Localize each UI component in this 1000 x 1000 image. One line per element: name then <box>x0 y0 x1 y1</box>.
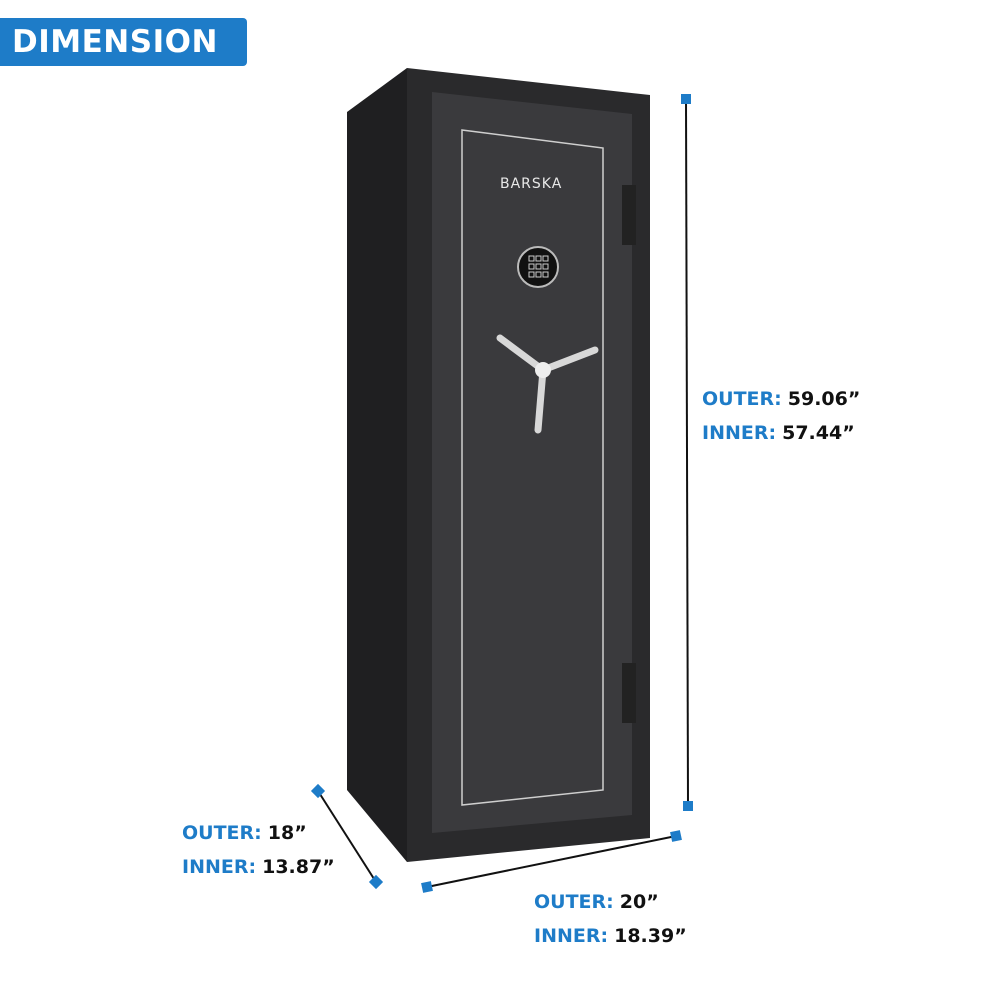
top-hinge <box>622 185 636 245</box>
safe-door <box>432 92 632 833</box>
depth-outer-value: 18” <box>267 822 307 844</box>
keypad-lock-icon <box>517 246 559 288</box>
spoke-handle-icon <box>496 334 599 434</box>
width-outer-value: 20” <box>619 891 659 913</box>
bottom-hinge <box>622 663 636 723</box>
height-dimensions: OUTER:59.06” INNER:57.44” <box>702 382 860 450</box>
depth-dimensions: OUTER:18” INNER:13.87” <box>182 816 335 884</box>
door-pinstripe <box>461 129 604 806</box>
height-outer-label: OUTER: <box>702 388 782 410</box>
width-dimension-line <box>426 835 677 888</box>
depth-dimension-line <box>317 790 377 883</box>
height-inner-value: 57.44” <box>782 422 855 444</box>
safe-side-panel <box>347 68 407 862</box>
height-inner-label: INNER: <box>702 422 777 444</box>
width-dimensions: OUTER:20” INNER:18.39” <box>534 885 687 953</box>
height-dimension-line <box>685 98 689 807</box>
width-inner-value: 18.39” <box>614 925 687 947</box>
dimension-title-badge: DIMENSION <box>0 18 247 66</box>
brand-logo: BARSKA <box>500 176 563 192</box>
depth-inner-value: 13.87” <box>262 856 335 878</box>
height-outer-value: 59.06” <box>787 388 861 410</box>
depth-inner-label: INNER: <box>182 856 257 878</box>
width-inner-label: INNER: <box>534 925 609 947</box>
depth-outer-label: OUTER: <box>182 822 262 844</box>
width-outer-label: OUTER: <box>534 891 614 913</box>
